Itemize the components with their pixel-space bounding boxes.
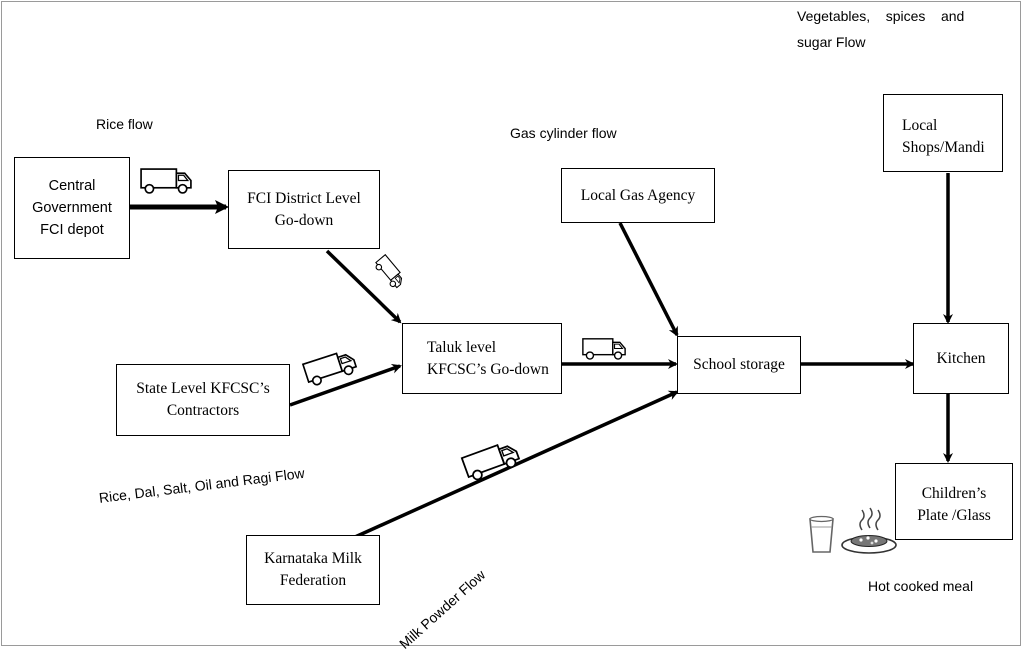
label-vegetables-flow-line2: sugar Flow — [797, 34, 866, 50]
node-state-kfcsc-contractors: State Level KFCSC’s Contractors — [116, 364, 290, 436]
arrow-gas-to-school — [618, 222, 679, 337]
node-childrens-plate-glass: Children’s Plate /Glass — [895, 463, 1013, 540]
truck-icon — [372, 254, 407, 291]
node-school-storage: School storage — [677, 336, 801, 394]
truck-icon — [140, 168, 192, 194]
node-fci-district-godown: FCI District Level Go-down — [228, 170, 380, 249]
plate-icon — [841, 507, 897, 554]
node-central-fci-depot: Central Government FCI depot — [14, 157, 130, 259]
node-taluk-kfcsc-godown: Taluk level KFCSC’s Go-down — [402, 323, 562, 394]
node-kitchen: Kitchen — [913, 323, 1009, 394]
label-hot-cooked-meal: Hot cooked meal — [868, 578, 974, 594]
arrow-district-to-taluk — [325, 249, 402, 324]
label-vegetables-flow-line1: Vegetables, spices and — [797, 8, 965, 24]
label-rice-flow: Rice flow — [96, 116, 153, 132]
label-gas-cylinder-flow: Gas cylinder flow — [510, 125, 617, 141]
arrow-state-to-taluk — [289, 363, 402, 407]
node-local-gas-agency: Local Gas Agency — [561, 168, 715, 223]
node-local-shops-mandi: Local Shops/Mandi — [883, 94, 1003, 172]
glass-icon — [809, 515, 834, 553]
node-karnataka-milk-federation: Karnataka Milk Federation — [246, 535, 380, 605]
truck-icon — [302, 348, 359, 388]
truck-icon — [582, 338, 626, 360]
